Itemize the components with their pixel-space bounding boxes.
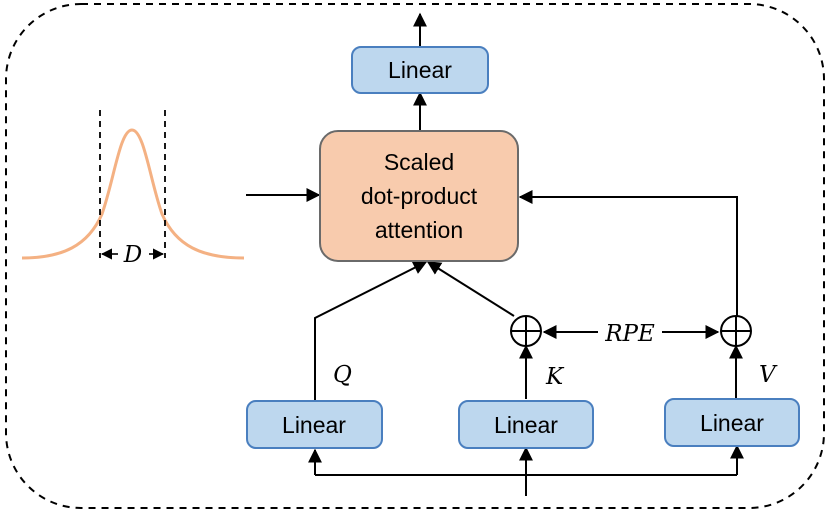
k-label: K — [545, 364, 565, 390]
linear-v-label: Linear — [700, 410, 764, 436]
attention-label-line2: dot-product — [361, 183, 478, 209]
v-to-attention-arrow — [518, 190, 738, 318]
linear-q-block: Linear — [246, 400, 383, 449]
v-label: V — [759, 362, 778, 388]
rpe-label: RPE — [604, 321, 655, 347]
add-operator-k — [510, 315, 542, 347]
q-to-attention-arrow — [314, 261, 428, 400]
gaussian-curve — [21, 128, 245, 260]
k-to-attention-arrow — [426, 261, 515, 317]
linear-k-block: Linear — [458, 400, 594, 449]
window-width-label: D — [123, 242, 142, 268]
q-label: Q — [333, 362, 352, 388]
linear-q-label: Linear — [282, 412, 346, 438]
connections — [246, 12, 744, 496]
linear-k-label: Linear — [494, 412, 558, 438]
linear-v-block: Linear — [664, 398, 800, 447]
linear-output-block: Linear — [351, 46, 489, 94]
attention-block: Scaled dot-product attention — [319, 130, 519, 262]
gaussian-window: D — [21, 110, 245, 268]
add-operator-v — [720, 315, 752, 347]
linear-output-label: Linear — [388, 57, 452, 83]
attention-label-line3: attention — [375, 217, 463, 243]
attention-label-line1: Scaled — [384, 149, 454, 175]
outer-dashed-frame — [5, 3, 825, 509]
